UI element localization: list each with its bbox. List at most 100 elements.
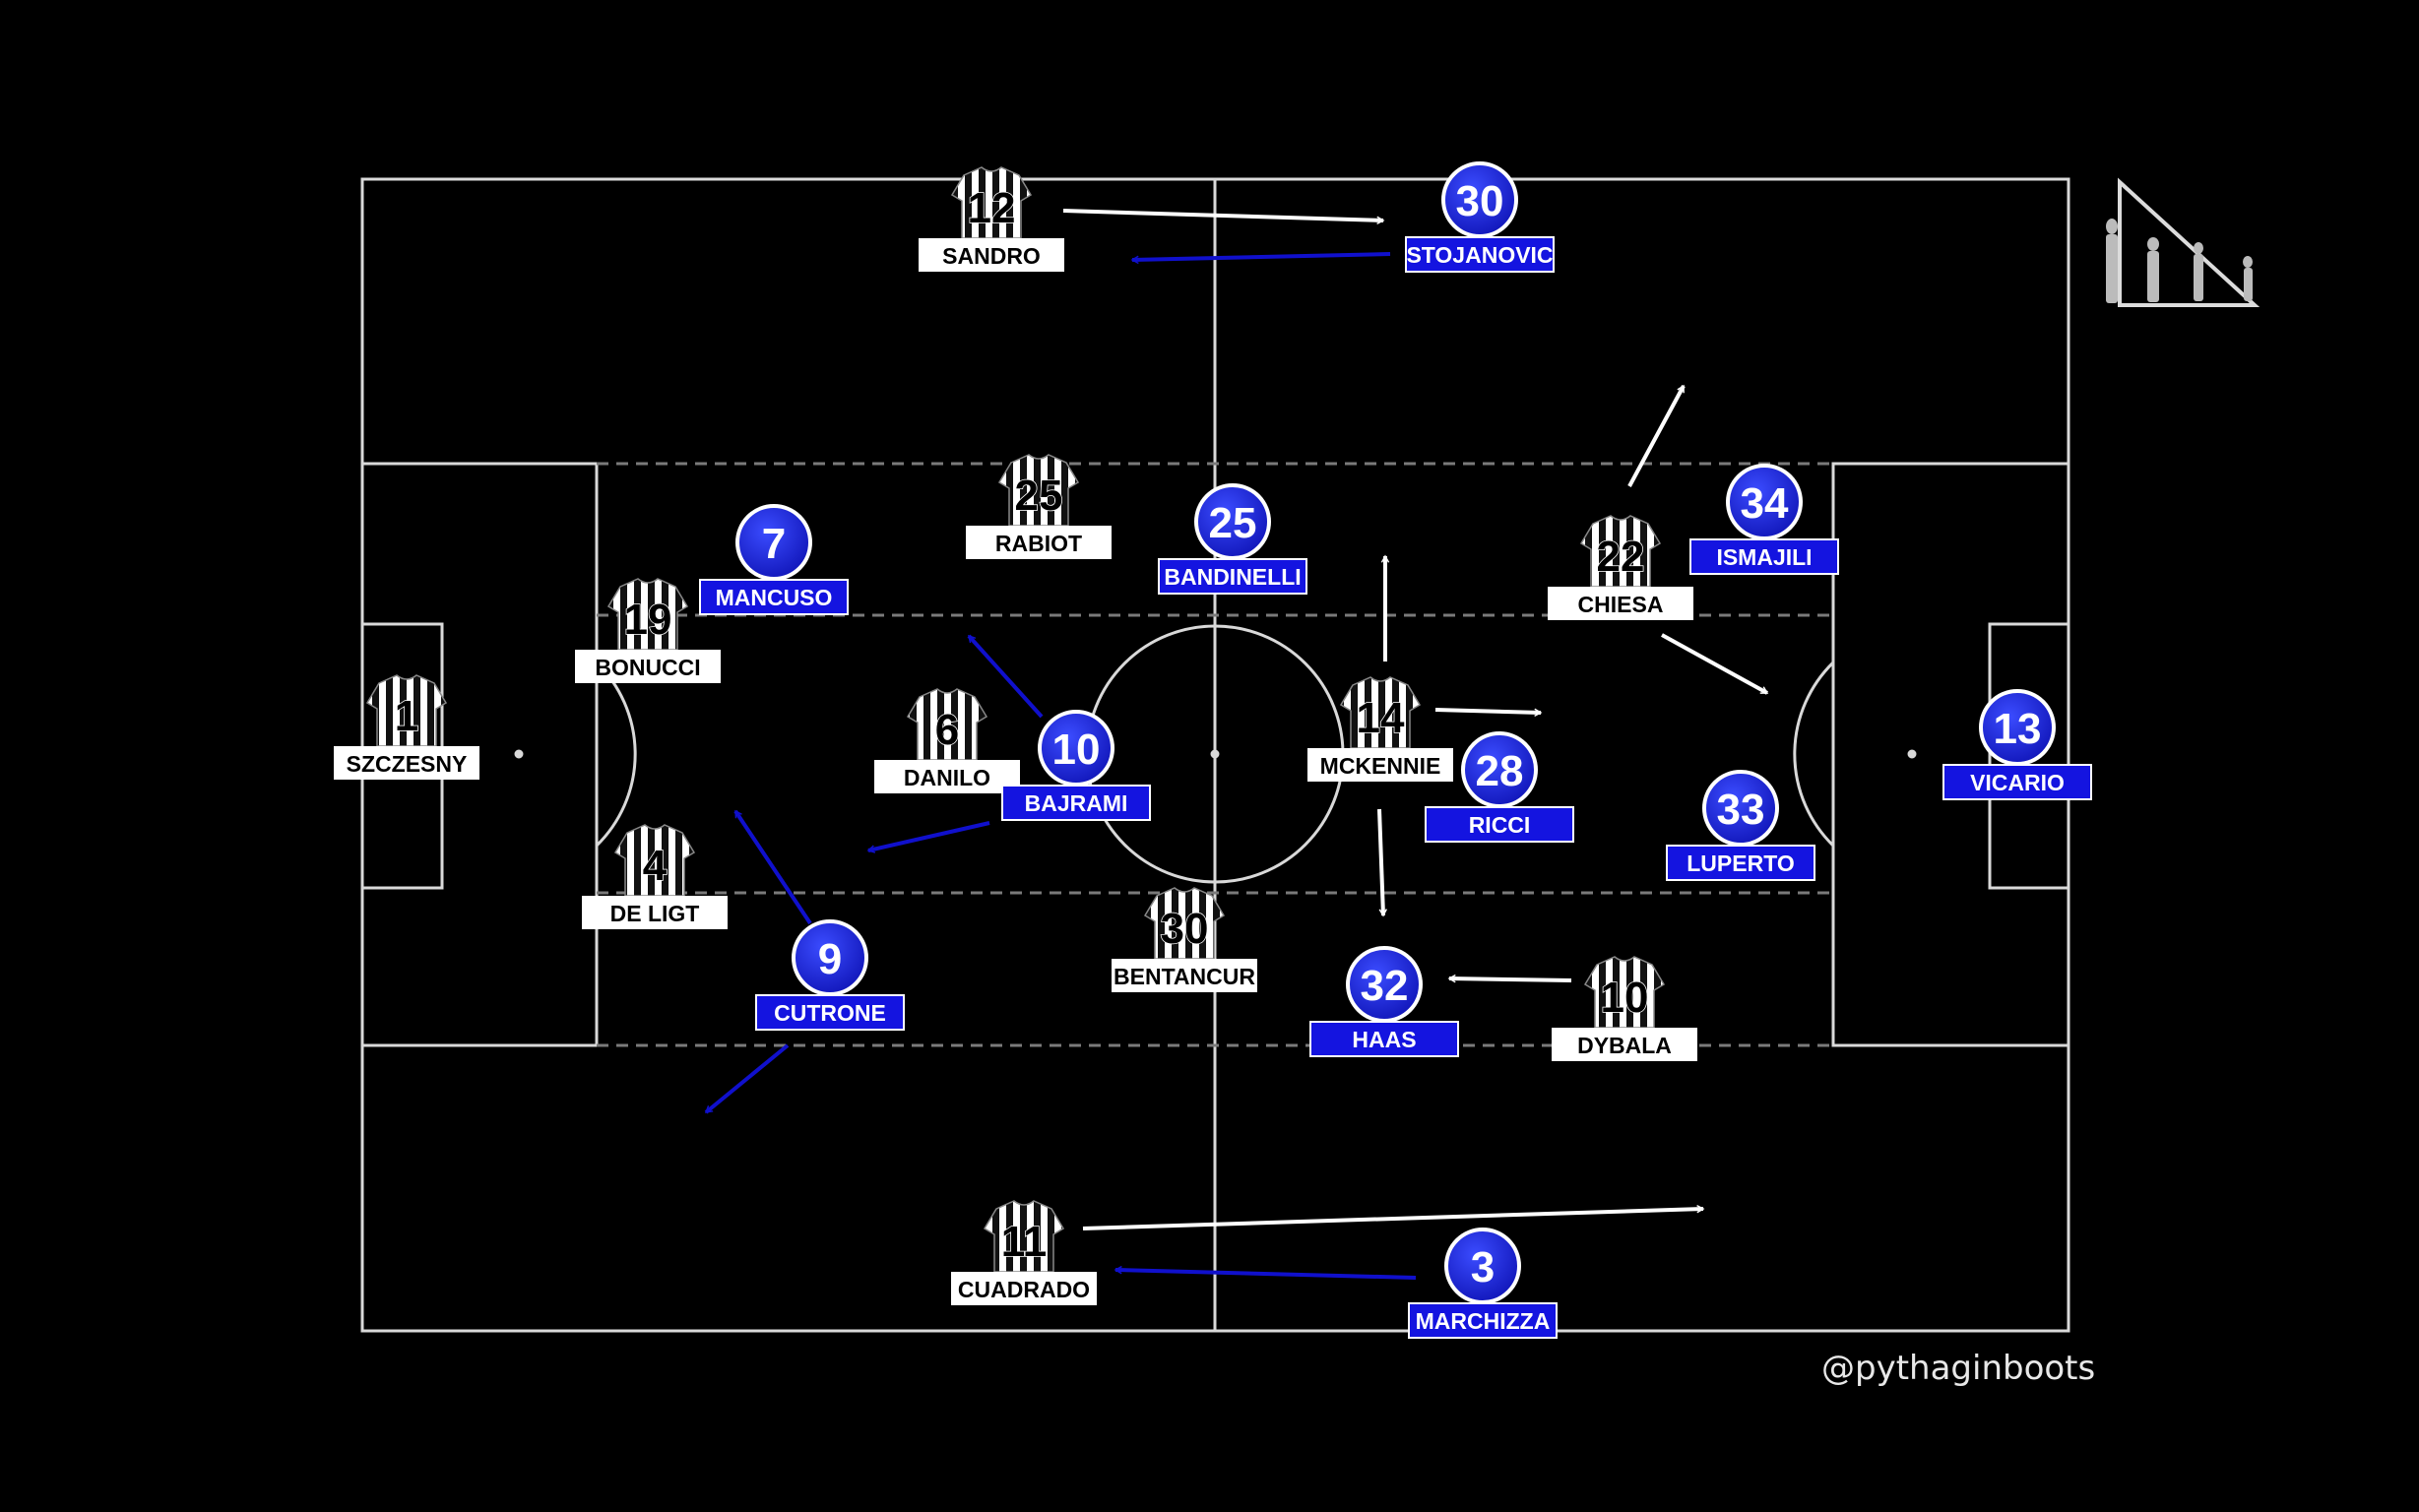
credit-text: @pythaginboots xyxy=(1821,1349,2096,1388)
player-number: 13 xyxy=(1994,705,2042,753)
player-label-box xyxy=(575,650,721,683)
player-name: CUTRONE xyxy=(774,1000,886,1026)
arrow-marchizza xyxy=(1114,1265,1417,1280)
player-label-box xyxy=(1405,236,1555,273)
arrow-mckennie-right xyxy=(1434,708,1543,718)
left-penalty-arc xyxy=(595,661,637,848)
player-label-box xyxy=(919,238,1064,272)
player-number: 6 xyxy=(935,706,959,754)
arrow-chiesa-down xyxy=(1661,633,1769,695)
player-number: 4 xyxy=(643,842,668,890)
arrow-bajrami-up xyxy=(967,634,1044,719)
player-label-box xyxy=(1309,1021,1459,1057)
player-label-box xyxy=(1689,538,1839,575)
player-label-box xyxy=(1942,764,2092,800)
player-name: RICCI xyxy=(1469,812,1531,838)
player-number: 14 xyxy=(1357,694,1405,742)
player-name: SZCZESNY xyxy=(347,751,468,777)
arrow-dybala xyxy=(1447,974,1572,983)
player-number: 12 xyxy=(968,184,1016,232)
arrow-chiesa-up xyxy=(1627,384,1686,487)
arrow-sandro xyxy=(1062,209,1385,225)
player-name: BANDINELLI xyxy=(1164,564,1301,590)
player-number: 30 xyxy=(1161,905,1209,953)
player-name: RABIOT xyxy=(995,531,1082,556)
player-name: HAAS xyxy=(1352,1027,1416,1052)
player-label-box xyxy=(1425,806,1574,843)
player-number: 19 xyxy=(624,596,672,644)
player-label-box xyxy=(699,579,849,615)
player-number: 1 xyxy=(395,692,418,740)
arrow-cutrone-down xyxy=(704,1043,790,1114)
player-label-box xyxy=(1666,845,1815,881)
player-number: 10 xyxy=(1052,725,1101,774)
player-name: MCKENNIE xyxy=(1320,753,1441,779)
player-name: LUPERTO xyxy=(1687,850,1794,876)
player-label-box xyxy=(1552,1028,1697,1061)
player-label-box xyxy=(755,994,905,1031)
arrow-cutrone-up xyxy=(733,809,812,925)
player-label-box xyxy=(1307,748,1453,782)
pythagoras-logo xyxy=(2106,177,2260,307)
player-label-box xyxy=(582,896,728,929)
arrow-bajrami-left xyxy=(866,821,990,853)
right-six-yard-box xyxy=(1988,622,2070,890)
player-name: STOJANOVIC xyxy=(1406,242,1553,268)
player-label-box xyxy=(1158,558,1307,595)
player-name: MANCUSO xyxy=(716,585,833,610)
player-name: BENTANCUR xyxy=(1114,964,1255,989)
player-label-box xyxy=(1408,1302,1558,1339)
left-penalty-spot xyxy=(514,749,524,759)
player-name: CUADRADO xyxy=(958,1277,1090,1302)
player-name: SANDRO xyxy=(942,243,1041,269)
player-number: 22 xyxy=(1597,533,1645,581)
player-label-box xyxy=(951,1272,1097,1305)
player-name: CHIESA xyxy=(1578,592,1664,617)
player-number: 32 xyxy=(1361,962,1409,1010)
player-number: 30 xyxy=(1456,177,1504,225)
player-number: 25 xyxy=(1209,499,1257,547)
player-number: 25 xyxy=(1015,472,1063,520)
arrow-mckennie-down xyxy=(1377,808,1388,917)
player-label-box xyxy=(334,746,479,780)
player-number: 34 xyxy=(1741,479,1789,528)
player-number: 7 xyxy=(762,520,786,568)
home-player: 4 DE LIGT xyxy=(582,824,728,929)
player-number: 10 xyxy=(1601,974,1649,1022)
player-number: 28 xyxy=(1476,747,1524,795)
player-name: DE LIGT xyxy=(610,901,700,926)
center-spot xyxy=(1210,749,1220,759)
player-label-box xyxy=(966,526,1112,559)
player-name: BAJRAMI xyxy=(1025,790,1128,816)
player-number: 9 xyxy=(818,935,842,983)
movement-arrows xyxy=(704,209,1769,1280)
arrow-cuadrado xyxy=(1082,1204,1705,1230)
player-number: 3 xyxy=(1471,1243,1495,1292)
player-label-box xyxy=(874,760,1020,793)
player-name: ISMAJILI xyxy=(1716,544,1812,570)
player-name: DANILO xyxy=(904,765,990,790)
arrow-stojanovic xyxy=(1130,252,1391,265)
player-label-box xyxy=(1548,587,1693,620)
